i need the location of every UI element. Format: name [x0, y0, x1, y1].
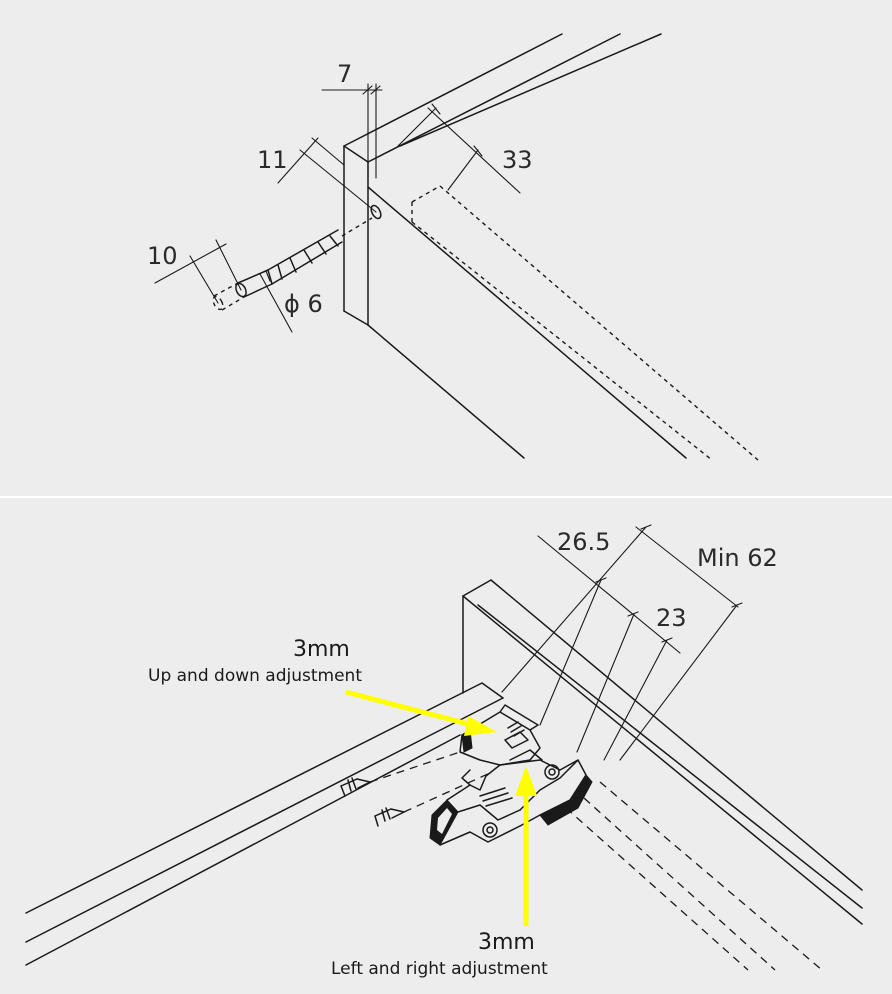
dimension-7: 7 [321, 60, 383, 179]
screw-icon [340, 751, 461, 797]
leftright-value: 3mm [478, 930, 535, 955]
dim-23-label: 23 [656, 604, 687, 632]
cabinet-side-panel [462, 579, 863, 925]
drill-hole [370, 204, 382, 220]
dim-7-label: 7 [337, 60, 352, 88]
door-panel [25, 682, 504, 966]
side-groove-dashed [565, 781, 823, 971]
dim-26-5-label: 26.5 [557, 528, 610, 556]
dimension-10: 10 [147, 239, 242, 304]
dimension-lines: 26.5 Min 62 23 [501, 524, 778, 761]
dimension-diameter-6: ϕ 6 [259, 270, 323, 333]
dim-6-label: ϕ 6 [284, 290, 323, 318]
top-figure: 7 11 33 10 ϕ 6 [147, 33, 759, 461]
dim-min-62-label: Min 62 [697, 544, 778, 572]
drawer-bottom-groove [411, 185, 759, 461]
hinge-icon [429, 704, 593, 846]
dimension-11: 11 [257, 137, 377, 213]
dim-10-label: 10 [147, 242, 178, 270]
updown-value: 3mm [293, 637, 350, 662]
updown-label: Up and down adjustment [148, 666, 362, 686]
drill-bit-icon [212, 217, 373, 311]
side-panel [343, 33, 687, 459]
updown-adjustment-arrow [345, 689, 497, 736]
dim-33-label: 33 [502, 146, 533, 174]
leftright-adjustment-arrow [515, 766, 537, 926]
bottom-figure: 26.5 Min 62 23 [25, 524, 863, 979]
screw-icon-second [374, 772, 491, 827]
leftright-label: Left and right adjustment [331, 959, 548, 979]
dimension-33: 33 [397, 103, 533, 194]
dim-11-label: 11 [257, 146, 288, 174]
